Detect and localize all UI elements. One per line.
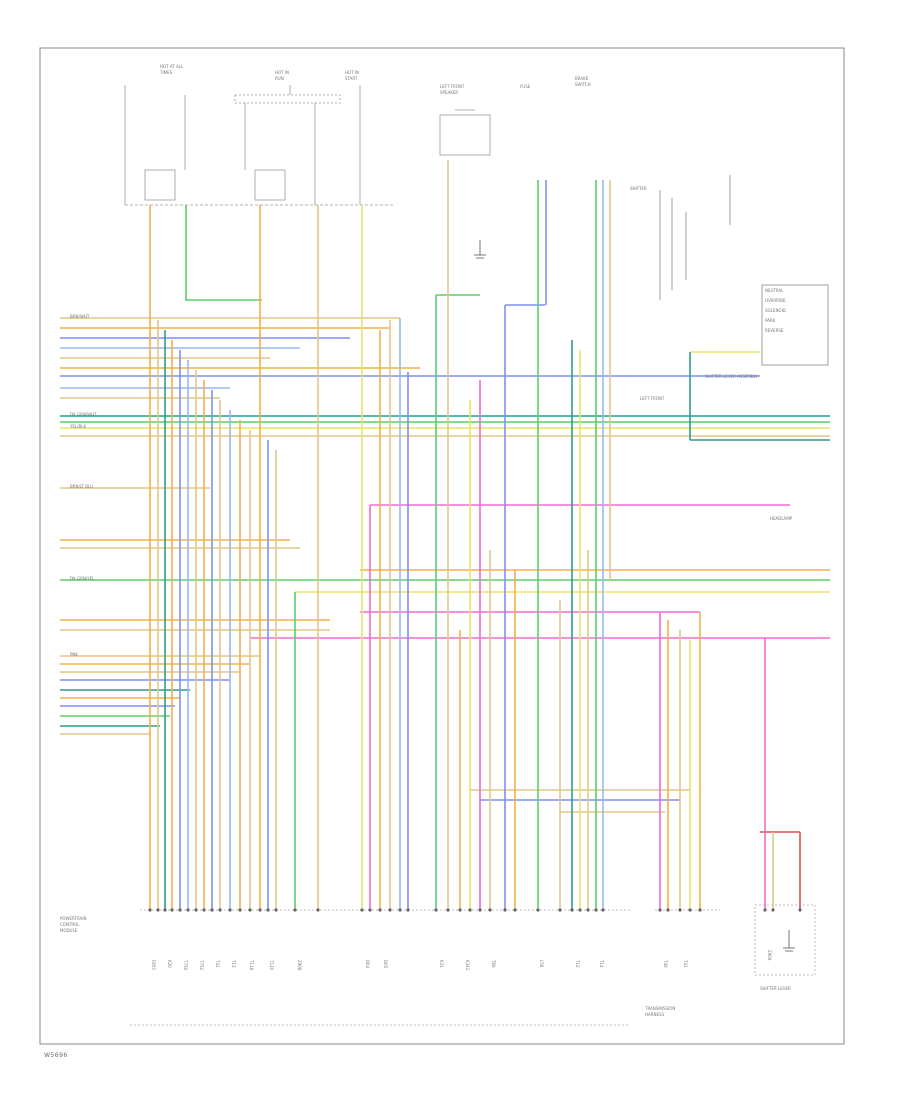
pin-labels: F855 K20 T750 T752 T41 T13 T118 T120 Z90… [151, 950, 772, 971]
svg-text:K342: K342 [465, 960, 470, 971]
svg-text:NEUTRAL: NEUTRAL [765, 288, 784, 293]
svg-text:FUSE: FUSE [520, 84, 531, 89]
svg-text:T12: T12 [575, 959, 580, 968]
svg-text:SPEAKER: SPEAKER [440, 90, 458, 95]
svg-text:REVERSE: REVERSE [765, 328, 784, 333]
svg-text:SHIFTER LEVER ASSEMBLY: SHIFTER LEVER ASSEMBLY [705, 374, 758, 379]
ground-symbols [474, 240, 795, 952]
pcm-connector-outline [130, 904, 816, 1026]
svg-text:BRAKE: BRAKE [575, 76, 589, 81]
svg-text:F855: F855 [151, 960, 156, 970]
svg-text:DK GRN/YEL: DK GRN/YEL [70, 576, 95, 581]
svg-text:HEADLAMP: HEADLAMP [770, 516, 793, 521]
svg-text:T118: T118 [249, 959, 254, 971]
svg-text:SOLENOID: SOLENOID [765, 308, 786, 313]
svg-text:T120: T120 [269, 959, 274, 971]
svg-text:K20: K20 [167, 960, 172, 968]
svg-text:K31: K31 [439, 960, 444, 968]
svg-text:DK GRN/WHT: DK GRN/WHT [70, 412, 97, 417]
svg-text:HOT IN: HOT IN [275, 70, 289, 75]
svg-text:BRN/LT BLU: BRN/LT BLU [70, 484, 93, 489]
svg-text:MODULE: MODULE [60, 928, 78, 933]
svg-text:PARK: PARK [765, 318, 776, 323]
vertical-wires [149, 160, 801, 910]
svg-text:HOT IN: HOT IN [345, 70, 359, 75]
pcm-connector-pins [148, 908, 802, 912]
svg-text:PNK: PNK [70, 652, 78, 657]
svg-text:LEFT FRONT: LEFT FRONT [640, 396, 665, 401]
diagram-labels: HOT AT ALL TIMES HOT IN RUN HOT IN START… [60, 64, 793, 1017]
svg-text:T13: T13 [231, 959, 236, 968]
svg-text:START: START [345, 76, 358, 81]
diagram-footer-code: W5696 [44, 1052, 68, 1059]
svg-text:CONTROL: CONTROL [60, 922, 80, 927]
svg-text:Z909: Z909 [767, 950, 772, 961]
svg-text:RUN: RUN [275, 76, 284, 81]
svg-text:HOT AT ALL: HOT AT ALL [160, 64, 184, 69]
svg-text:T14: T14 [599, 959, 604, 968]
svg-text:T60: T60 [491, 959, 496, 968]
svg-text:T40: T40 [663, 959, 668, 968]
svg-text:HARNESS: HARNESS [645, 1012, 665, 1017]
svg-text:D65: D65 [383, 960, 388, 969]
shifter-assembly [659, 175, 829, 366]
svg-text:T41: T41 [215, 959, 220, 968]
svg-text:POWERTRAIN: POWERTRAIN [60, 916, 87, 921]
diagram-frame [39, 47, 845, 1045]
svg-text:SHIFTER LEVER: SHIFTER LEVER [760, 986, 791, 991]
svg-text:YEL/BLK: YEL/BLK [69, 424, 87, 429]
svg-text:T752: T752 [199, 959, 204, 971]
svg-text:TIMES: TIMES [159, 70, 173, 75]
svg-text:LEFT FRONT: LEFT FRONT [440, 84, 465, 89]
svg-text:D64: D64 [365, 960, 370, 969]
svg-text:T41: T41 [683, 959, 688, 968]
svg-text:SWITCH: SWITCH [575, 82, 591, 87]
svg-text:BRN/WHT: BRN/WHT [70, 314, 90, 319]
svg-text:OVERRIDE: OVERRIDE [765, 298, 786, 303]
svg-text:L50: L50 [539, 960, 544, 968]
svg-text:SHIFTER: SHIFTER [630, 186, 647, 191]
svg-text:TRANSMISSION: TRANSMISSION [644, 1006, 675, 1011]
svg-text:T750: T750 [183, 959, 188, 971]
fuse-box [124, 85, 491, 206]
svg-text:Z908: Z908 [297, 960, 302, 971]
